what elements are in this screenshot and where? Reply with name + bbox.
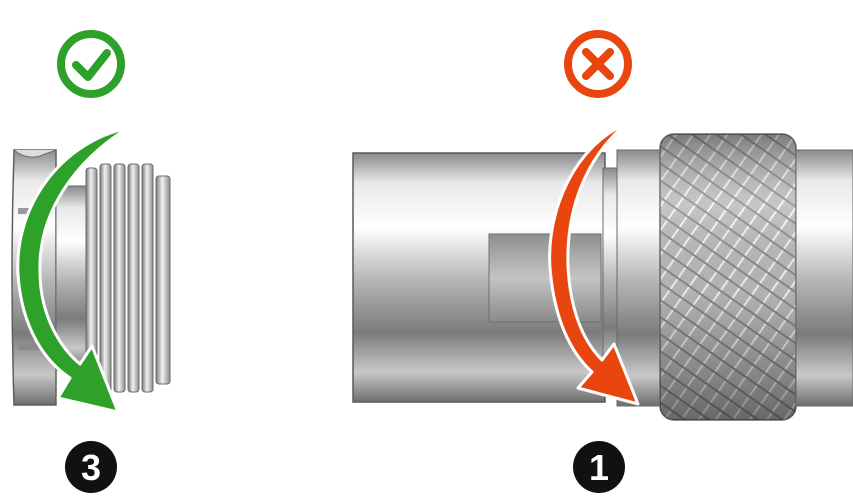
step-number: 3 <box>81 447 101 488</box>
knurled-nut <box>660 134 853 420</box>
thread-ridges <box>86 164 170 392</box>
step-number-badge: 3 <box>65 441 117 493</box>
left-panel: 3 <box>12 34 170 493</box>
right-panel: 1 <box>353 34 853 493</box>
cross-icon <box>568 34 628 94</box>
step-number: 1 <box>589 447 609 488</box>
check-icon <box>61 34 121 94</box>
step-number-badge: 1 <box>573 441 625 493</box>
